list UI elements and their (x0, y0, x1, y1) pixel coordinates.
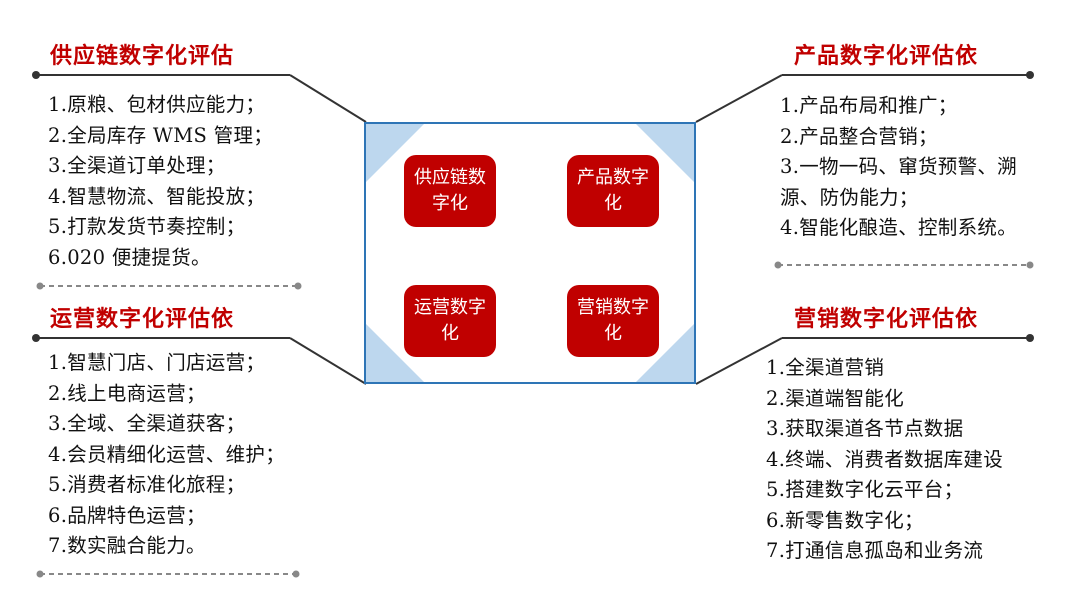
list-item: 4.智能化酿造、控制系统。 (780, 216, 1018, 239)
list-item: 2.线上电商运营； (48, 381, 206, 405)
list-item: 4.智慧物流、智能投放； (48, 184, 266, 208)
list-item: 4.会员精细化运营、维护； (48, 442, 286, 466)
tile-operation: 运营数字化 (404, 285, 496, 357)
line-endpoint-dot (1026, 71, 1034, 79)
list-item: 源、防伪能力； (780, 185, 919, 209)
list-item: 1.智慧门店、门店运营； (48, 351, 266, 374)
connector-line (289, 74, 367, 123)
line-endpoint-dot (294, 282, 302, 290)
line-endpoint-dot (36, 282, 44, 290)
connector-line (695, 337, 783, 385)
line-endpoint-dot (36, 570, 44, 578)
line-endpoint-dot (1026, 261, 1034, 269)
list-item: 2.全局库存 WMS 管理； (48, 123, 274, 147)
list-item: 6.020 便捷提货。 (48, 245, 211, 269)
marketing-list: 1.全渠道营销 2.渠道端智能化 3.获取渠道各节点数据 4.终端、消费者数据库… (766, 353, 1003, 567)
list-item: 5.打款发货节奏控制； (48, 215, 246, 238)
tile-product: 产品数字化 (567, 155, 659, 227)
list-item: 3.获取渠道各节点数据 (766, 417, 964, 440)
line-endpoint-dot (32, 334, 40, 342)
list-item: 1.全渠道营销 (766, 356, 885, 379)
line-endpoint-dot (292, 570, 300, 578)
list-item: 5.消费者标准化旅程； (48, 473, 246, 496)
line-endpoint-dot (774, 261, 782, 269)
line-endpoint-dot (1026, 334, 1034, 342)
tile-supply-chain: 供应链数字化 (404, 155, 496, 227)
list-item: 4.终端、消费者数据库建设 (766, 447, 1004, 471)
operation-title: 运营数字化评估依 (50, 306, 235, 332)
list-item: 3.全域、全渠道获客； (48, 412, 246, 435)
connector-line (289, 337, 367, 385)
list-item: 5.搭建数字化云平台； (766, 478, 964, 501)
list-item: 7.数实融合能力。 (48, 534, 206, 557)
marketing-title: 营销数字化评估依 (794, 306, 979, 332)
supply-chain-title: 供应链数字化评估 (50, 43, 235, 69)
list-item: 3.一物一码、窜货预警、溯 (780, 155, 1018, 178)
list-item: 2.渠道端智能化 (766, 386, 905, 410)
center-frame: 供应链数字化 产品数字化 运营数字化 营销数字化 (364, 122, 696, 384)
list-item: 6.新零售数字化； (766, 508, 924, 532)
product-title: 产品数字化评估依 (794, 43, 979, 69)
line-endpoint-dot (32, 71, 40, 79)
supply-chain-list: 1.原粮、包材供应能力； 2.全局库存 WMS 管理； 3.全渠道订单处理； 4… (48, 90, 273, 273)
list-item: 2.产品整合营销； (780, 124, 938, 148)
list-item: 3.全渠道订单处理； (48, 154, 226, 177)
operation-list: 1.智慧门店、门店运营； 2.线上电商运营； 3.全域、全渠道获客； 4.会员精… (48, 348, 285, 562)
tile-marketing: 营销数字化 (567, 285, 659, 357)
list-item: 6.品牌特色运营； (48, 503, 206, 527)
connector-line (695, 74, 783, 123)
list-item: 1.产品布局和推广； (780, 94, 958, 117)
list-item: 7.打通信息孤岛和业务流 (766, 539, 984, 562)
list-item: 1.原粮、包材供应能力； (48, 93, 266, 116)
product-list: 1.产品布局和推广； 2.产品整合营销； 3.一物一码、窜货预警、溯 源、防伪能… (780, 91, 1017, 244)
